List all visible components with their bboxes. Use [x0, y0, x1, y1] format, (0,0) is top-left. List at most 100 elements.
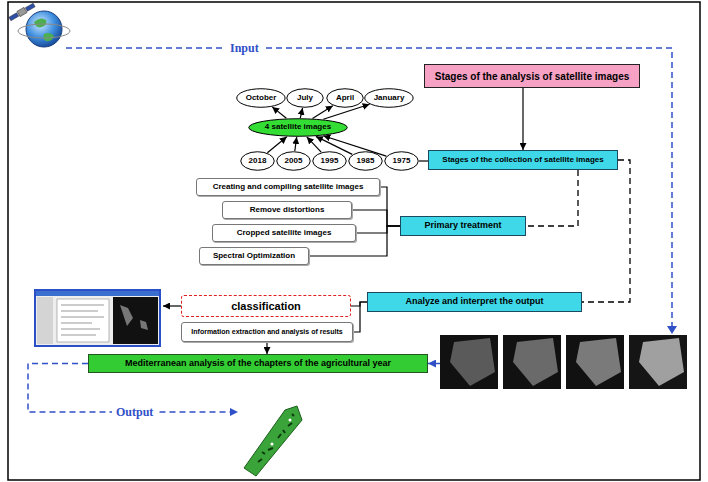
month-ellipse: April — [326, 88, 364, 108]
study-area-map — [244, 406, 302, 476]
image-count-ellipse: 4 satellite images — [248, 118, 348, 137]
node-text: classification — [231, 300, 301, 312]
connector — [295, 137, 297, 151]
ellipse-shape — [365, 89, 413, 108]
ellipse-shape — [237, 89, 285, 108]
screenshot-frame — [35, 290, 160, 346]
year-ellipse: 1995 — [312, 151, 347, 171]
connector — [522, 88, 523, 150]
node-text: Stages of the collection of satellite im… — [442, 156, 603, 165]
connector — [313, 106, 333, 119]
step-box: Remove distortions — [222, 201, 352, 219]
connector — [272, 107, 286, 118]
node-text: Information extraction and analysis of r… — [191, 328, 342, 336]
satellite-image-land — [513, 338, 558, 386]
connector — [356, 226, 400, 233]
year-ellipse: 2018 — [240, 151, 275, 171]
dashed-connector — [582, 160, 630, 302]
node-text: October — [246, 94, 277, 103]
step-box: Creating and compiling satellite images — [196, 178, 380, 196]
year-ellipse: 1975 — [384, 151, 419, 171]
node-text: Mediterranean analysis of the chapters o… — [125, 359, 391, 369]
step-box: Spectral Optimization — [199, 247, 309, 265]
solar-panel — [25, 3, 35, 11]
satellite-image — [566, 335, 624, 389]
satellite-image-series — [440, 335, 687, 389]
node-text: 1985 — [357, 157, 375, 166]
node-text: July — [297, 94, 313, 103]
satellite-globe-icon — [8, 2, 70, 47]
screenshot-titlebar — [36, 291, 159, 296]
outer-frame — [8, 2, 700, 480]
satellite-image-land — [639, 338, 684, 386]
step-box: Information extraction and analysis of r… — [181, 322, 353, 342]
node-text: 4 satellite images — [265, 123, 331, 132]
result-box: Mediterranean analysis of the chapters o… — [88, 354, 428, 373]
screenshot-sidebar — [37, 297, 53, 344]
screenshot-dialog-lines — [61, 305, 104, 335]
satellite-image-land — [576, 338, 621, 386]
screenshot-image-pane — [113, 297, 158, 344]
connector — [307, 137, 321, 152]
connector — [353, 302, 367, 332]
pointer-arrow — [163, 305, 181, 306]
ellipse-shape — [327, 89, 364, 108]
ellipse-shape — [385, 152, 419, 171]
node-text: Stages of the analysis of satellite imag… — [435, 71, 630, 82]
node-text: Remove distortions — [250, 206, 325, 215]
node-text: 1995 — [321, 157, 339, 166]
screenshot-image-detail — [120, 305, 148, 330]
month-ellipse: January — [364, 88, 414, 108]
software-screenshot — [35, 290, 160, 346]
month-ellipse: October — [236, 88, 286, 108]
flow-label: Output — [112, 405, 157, 419]
month-ellipse: July — [286, 88, 324, 108]
satellite-body — [17, 7, 27, 16]
connector — [352, 210, 400, 226]
step-box: Cropped satellite images — [212, 224, 356, 242]
connector — [266, 342, 267, 354]
globe-orbit — [18, 24, 70, 38]
ellipse-shape — [349, 152, 383, 171]
ellipse-shape — [287, 89, 324, 108]
ellipse-shape — [241, 152, 275, 171]
classification-box: classification — [181, 295, 351, 317]
node-text: Spectral Optimization — [213, 252, 295, 261]
node-text: Primary treatment — [424, 221, 501, 231]
stage-box: Analyze and interpret the output — [367, 292, 582, 312]
connector — [419, 160, 428, 161]
map-strip — [244, 406, 302, 476]
map-spot — [271, 443, 274, 446]
satellite-image — [629, 335, 687, 389]
image-input-arrow — [428, 363, 440, 365]
node-text: January — [374, 94, 405, 103]
node-text: 1975 — [393, 157, 411, 166]
globe — [26, 11, 62, 47]
node-text: Creating and compiling satellite images — [213, 183, 364, 192]
stage-box: Stages of the analysis of satellite imag… — [424, 64, 640, 88]
stage-box: Primary treatment — [400, 216, 526, 236]
ellipse-shape — [277, 152, 311, 171]
satellite-image — [440, 335, 498, 389]
satellite-symbol — [8, 2, 35, 21]
node-text: 2005 — [285, 157, 303, 166]
node-text: 2018 — [249, 157, 267, 166]
node-text: Cropped satellite images — [237, 229, 332, 238]
connector — [380, 187, 400, 226]
flow-label: Input — [226, 41, 263, 55]
year-ellipse: 1985 — [348, 151, 383, 171]
satellite-image-land — [450, 338, 495, 386]
map-spot — [289, 419, 292, 422]
connector — [267, 137, 286, 153]
node-text: Analyze and interpret the output — [405, 297, 543, 307]
connector — [300, 108, 302, 118]
dashed-connector — [526, 170, 578, 226]
ellipse-shape — [313, 152, 347, 171]
input-flow-line — [66, 48, 672, 327]
node-text: April — [336, 94, 354, 103]
satellite-image — [503, 335, 561, 389]
year-ellipse: 2005 — [276, 151, 311, 171]
ellipse-shape — [249, 119, 348, 137]
solar-panel — [9, 13, 19, 21]
